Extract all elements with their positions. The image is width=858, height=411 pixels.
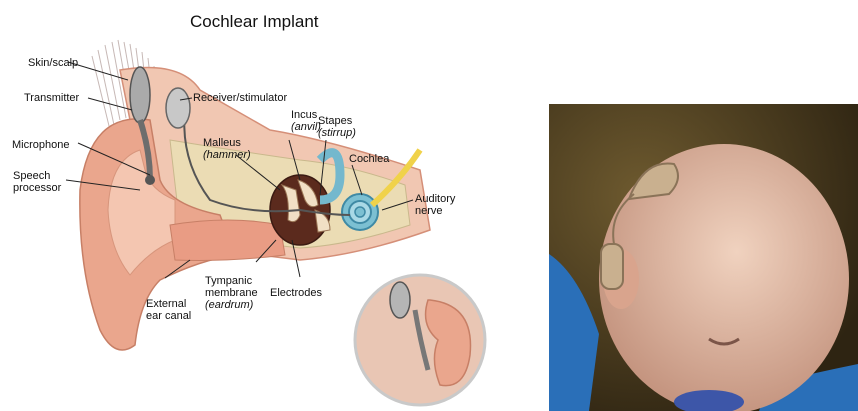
label-malleus: Malleus (hammer) <box>203 137 251 161</box>
baby-photo-illustration <box>549 104 858 411</box>
baby-implant-photo <box>549 104 858 411</box>
label-tympanic-common: (eardrum) <box>205 299 258 311</box>
label-incus-common: (anvil) <box>291 121 321 133</box>
implant-processor <box>601 244 623 289</box>
receiver-stimulator-device <box>166 88 190 128</box>
label-microphone: Microphone <box>12 139 69 151</box>
diagram-title: Cochlear Implant <box>190 12 319 32</box>
label-auditory-nerve-line1: Auditory <box>415 193 455 205</box>
label-tympanic-line1: Tympanic <box>205 275 252 287</box>
cochlear-implant-diagram: Cochlear Implant Skin/scalp Transmitter … <box>0 0 520 411</box>
label-tympanic-line2: membrane <box>205 287 258 299</box>
label-auditory-nerve: Auditory nerve <box>415 193 455 217</box>
label-stapes-name: Stapes <box>318 115 352 127</box>
label-malleus-name: Malleus <box>203 137 241 149</box>
microphone-device <box>145 175 155 185</box>
label-external-line2: ear canal <box>146 310 191 322</box>
ear-canal-shape <box>170 220 285 260</box>
transmitter-device <box>130 67 150 123</box>
label-receiver-stimulator: Receiver/stimulator <box>193 92 287 104</box>
label-auditory-nerve-line2: nerve <box>415 205 443 217</box>
label-electrodes: Electrodes <box>270 287 322 299</box>
label-transmitter: Transmitter <box>24 92 79 104</box>
label-speech-processor-line2: processor <box>13 182 61 194</box>
inset-device <box>390 282 410 318</box>
label-incus-name: Incus <box>291 109 317 121</box>
label-speech-processor: Speech processor <box>13 170 61 194</box>
label-skin-scalp: Skin/scalp <box>28 57 78 69</box>
label-cochlea: Cochlea <box>349 153 389 165</box>
label-external-ear-canal: External ear canal <box>146 298 191 322</box>
label-stapes: Stapes (stirrup) <box>318 115 356 139</box>
label-external-line1: External <box>146 298 186 310</box>
label-tympanic-membrane: Tympanic membrane (eardrum) <box>205 275 258 311</box>
label-incus: Incus (anvil) <box>291 109 321 133</box>
label-speech-processor-line1: Speech <box>13 170 50 182</box>
label-malleus-common: (hammer) <box>203 149 251 161</box>
label-stapes-common: (stirrup) <box>318 127 356 139</box>
